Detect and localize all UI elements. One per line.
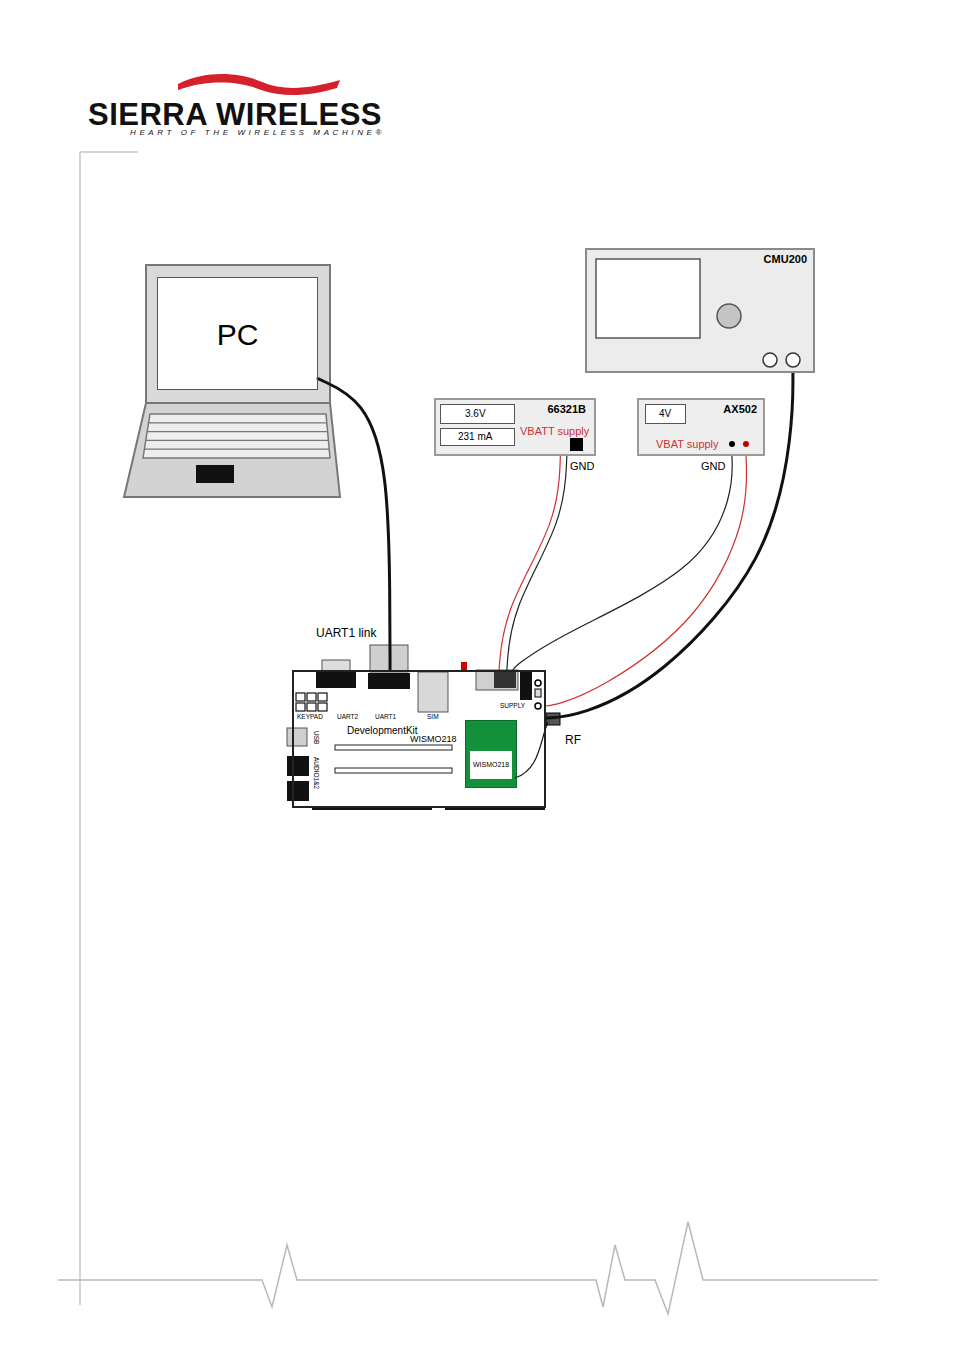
instrument-knob <box>717 304 741 328</box>
keyboard-line <box>149 422 327 423</box>
logo-swoosh <box>178 74 340 95</box>
node-title: CMU200 <box>764 253 807 265</box>
supply-connector <box>476 670 518 690</box>
power-supply: 4V AX502VBAT supply <box>637 398 765 456</box>
node-title: AX502 <box>723 403 757 415</box>
node-title: 66321B <box>547 403 586 415</box>
node-text: VBAT supply <box>656 438 719 450</box>
supply-body <box>434 398 596 456</box>
power-wire <box>546 456 747 706</box>
power-wire <box>499 456 560 670</box>
board-terminal <box>535 703 541 709</box>
keyboard-line <box>146 440 329 441</box>
board-slot <box>335 745 452 750</box>
board-terminal <box>535 689 541 697</box>
board-slot <box>335 768 452 773</box>
node-title: 4V <box>659 408 671 419</box>
terminal-red <box>743 441 749 447</box>
terminal-black <box>729 441 735 447</box>
radio-module: WISMO218 <box>465 720 517 788</box>
usb-connector <box>287 728 307 746</box>
heartbeat-line <box>58 1222 878 1314</box>
supply-plug <box>494 672 516 688</box>
node-text: WISMO218 <box>410 735 457 745</box>
logo-text: HEART OF THE WIRELESS MACHINE® <box>130 129 385 138</box>
laptop-base <box>124 403 340 497</box>
node-title: 231 mA <box>458 431 492 442</box>
node-title: PC <box>217 317 259 350</box>
instrument-screen <box>596 259 700 338</box>
power-wire <box>513 456 732 670</box>
margin-line <box>80 152 138 1305</box>
node-title: WISMO218 <box>470 751 512 779</box>
audio-jack <box>287 781 309 801</box>
connector-label: UART2 <box>337 713 358 720</box>
instrument-port <box>786 353 800 367</box>
connector-label: UART1 <box>375 713 396 720</box>
uart2-connector <box>316 672 356 688</box>
current-display: 231 mA <box>440 428 515 446</box>
laptop-touchpad <box>196 465 234 483</box>
edge-label: RF <box>564 734 582 747</box>
keyboard-lines <box>144 423 329 449</box>
keyboard-line <box>144 449 329 450</box>
board-terminal <box>535 680 541 686</box>
connector-label: AUDIO1&2 <box>313 757 320 789</box>
connector-label: SIM <box>427 713 439 720</box>
instrument-body <box>585 248 815 373</box>
terminal-label: GND <box>570 460 594 472</box>
module-body <box>465 720 517 788</box>
connector-label: KEYPAD <box>297 713 323 720</box>
power-wire <box>507 456 567 670</box>
logo-text: SIERRA WIRELESS <box>88 98 382 132</box>
voltage-display: 4V <box>645 404 686 424</box>
node-text: VBATT supply <box>520 425 589 437</box>
radio-tester: CMU200 <box>585 248 815 373</box>
computer-screen: PC <box>157 277 318 390</box>
cable <box>546 373 793 718</box>
laptop-screen <box>157 277 318 390</box>
keyboard-line <box>147 431 327 432</box>
sim-holder <box>418 672 448 712</box>
edge-label: UART1 link <box>315 627 377 640</box>
keypad-connector <box>296 693 327 711</box>
board-body <box>292 670 546 808</box>
node-title: DevelopmentKit <box>347 725 418 736</box>
rf-pigtail <box>515 722 548 778</box>
jumper-block <box>520 672 532 700</box>
terminal-label: GND <box>701 460 725 472</box>
audio-jack <box>287 756 309 776</box>
supply-body <box>637 398 765 456</box>
node-title: 3.6V <box>465 408 486 419</box>
connector-label: SUPPLY <box>500 702 525 709</box>
power-supply: 3.6V 231 mA 66321B VBATT supply <box>434 398 596 456</box>
uart1-connector <box>368 673 410 689</box>
laptop-keyboard <box>143 414 330 458</box>
voltage-display: 3.6V <box>440 404 515 424</box>
instrument-port <box>763 353 777 367</box>
development-board: WISMO218DevelopmentKitWISMO218 <box>292 670 546 808</box>
laptop-lid <box>146 265 330 403</box>
supply-terminal <box>570 438 583 451</box>
connector-label: USB <box>313 731 320 744</box>
